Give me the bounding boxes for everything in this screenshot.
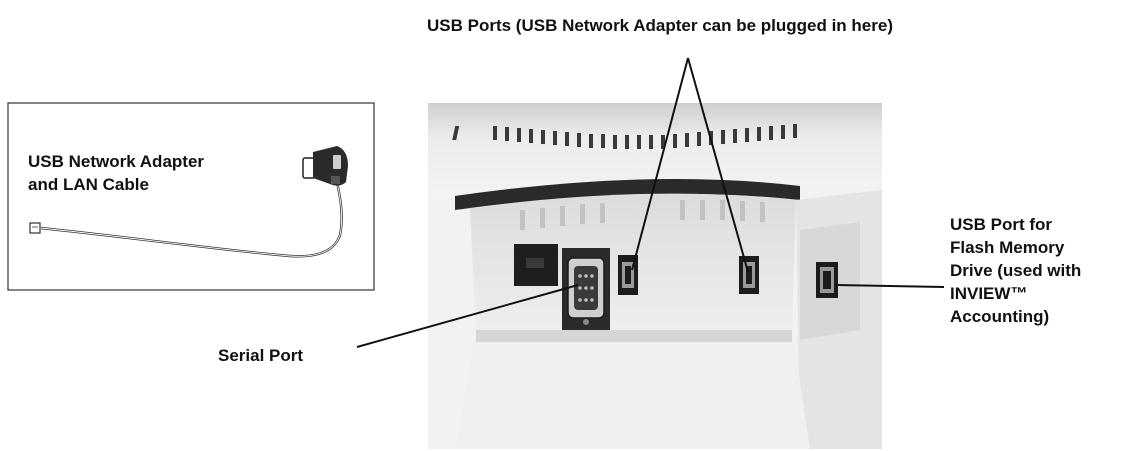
leader-line-serial bbox=[356, 284, 579, 348]
device-photo bbox=[428, 103, 882, 449]
flash-label-line: INVIEW™ bbox=[950, 284, 1028, 303]
leader-line-usb-left bbox=[631, 57, 689, 271]
flash-label-line: Flash Memory bbox=[950, 238, 1065, 257]
usb-ports-label: USB Ports (USB Network Adapter can be pl… bbox=[427, 16, 893, 35]
usb-port-icon[interactable] bbox=[739, 256, 759, 294]
serial-port-icon[interactable] bbox=[562, 248, 610, 330]
power-jack bbox=[514, 244, 558, 286]
lan-cable-icon bbox=[29, 177, 343, 258]
flash-memory-port-label: USB Port for Flash Memory Drive (used wi… bbox=[950, 213, 1120, 328]
flash-label-line: Accounting) bbox=[950, 307, 1050, 326]
leader-line-usb-right bbox=[687, 57, 749, 273]
adapter-label-line: USB Network Adapter bbox=[28, 152, 205, 171]
adapter-inset-frame bbox=[7, 102, 375, 291]
flash-label-line: USB Port for bbox=[950, 215, 1052, 234]
usb-port-icon[interactable] bbox=[816, 262, 838, 298]
adapter-label-line: and LAN Cable bbox=[28, 175, 149, 194]
flash-label-line: Drive (used with bbox=[950, 261, 1082, 280]
usb-network-adapter-label: USB Network Adapter and LAN Cable bbox=[28, 150, 278, 196]
serial-port-label: Serial Port bbox=[218, 346, 304, 365]
usb-network-adapter-icon bbox=[302, 146, 348, 186]
leader-line-flash bbox=[835, 284, 945, 288]
